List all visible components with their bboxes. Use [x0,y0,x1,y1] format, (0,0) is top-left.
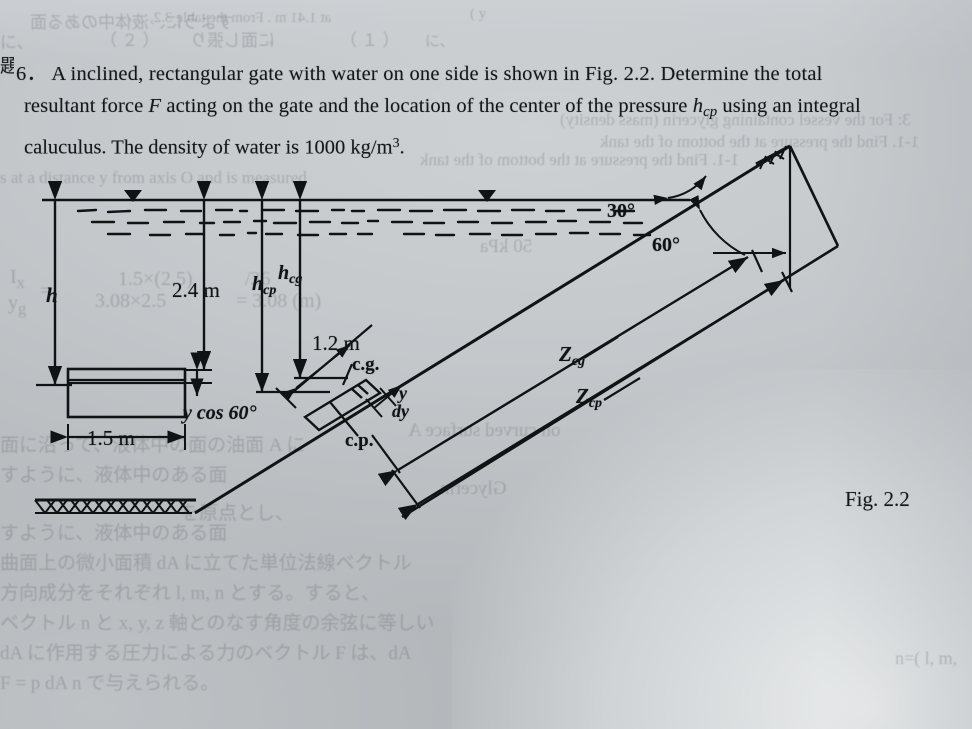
free-surface-marker-right [478,190,496,202]
problem-line-2-b: acting on the gate and the location of t… [161,95,693,117]
problem-line-3: caluculus. The density of water is 1000 … [0,128,972,163]
problem-line-1: 題6． A inclined, rectangular gate with wa… [0,50,972,90]
angle-60-arc [689,195,746,256]
ground-hatch-upper-right [755,144,791,170]
label-h-cg: hcg [278,262,303,287]
figure-caption: Fig. 2.2 [845,487,910,511]
dim-Zcp-tick-left [391,469,421,509]
symbol-h: h [692,95,704,117]
problem-line-2-a: resultant force [24,95,149,117]
problem-line-3-b: . [399,136,405,159]
label-angle-60: 60° [652,234,680,256]
dimension-Z-cp [397,278,785,521]
cp-leader-line [329,401,359,437]
problem-line-2-c: using an integral [717,95,861,117]
free-surface-marker-left [124,190,142,202]
label-1-2m: 1.2 m [312,331,360,355]
label-1-5m: 1.5 m [87,426,135,450]
problem-line-2: resultant force F acting on the gate and… [0,90,972,128]
symbol-F: F [148,95,162,117]
label-cp: c.p. [345,430,374,451]
angle-30-arc [653,175,707,206]
problem-statement: 題6． A inclined, rectangular gate with wa… [0,50,972,163]
cg-leader-line [341,363,354,386]
label-h-cp: hcp [252,273,277,298]
dim-Zcp-right-tie [781,271,793,293]
label-2-4m: 2.4 m [172,278,220,302]
dim-Z-right-tie [750,249,764,273]
ground-hatch-left [34,499,190,514]
cubic-exponent: 3 [392,136,400,152]
dim-Zcg-tick-left [371,434,401,474]
label-dy: dy [392,401,409,421]
label-y: y [399,383,407,403]
label-h: h [46,283,58,307]
label-y-cos-60: y cos 60° [183,402,257,424]
gate-projection-rectangle [66,367,187,419]
label-Z-cp: Zcp [576,384,603,411]
label-angle-30: 30° [607,200,635,222]
Z-cp-label-leader [603,377,641,401]
symbol-h-subscript: cp [703,104,718,121]
water-texture-dashes [76,208,652,237]
problem-line-3-a: caluculus. The density of water is 1000 … [24,136,393,159]
Z-cg-label-leader [583,336,619,359]
label-Z-cg: Zcg [559,342,586,369]
problem-kanji-marker: 題 [0,55,14,77]
problem-line-1-text: 6． A inclined, rectangular gate with wat… [16,63,823,85]
inclined-plane-right-edge [788,145,840,247]
label-cg: c.g. [352,354,380,375]
dimension-1-2m-arrows [281,344,351,401]
